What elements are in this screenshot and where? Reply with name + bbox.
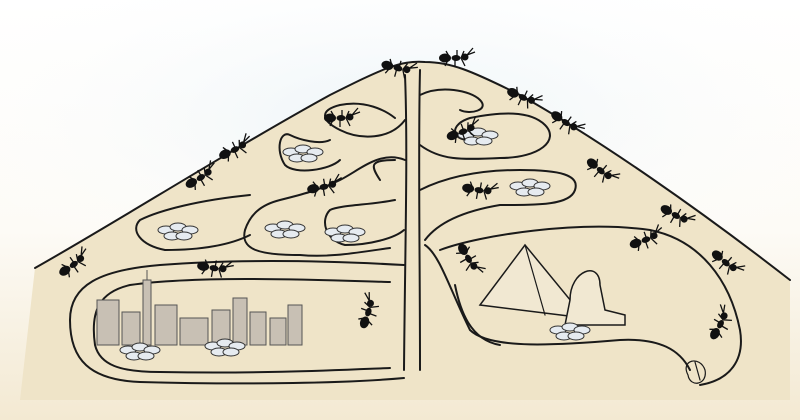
ants (59, 47, 746, 340)
ant (324, 107, 361, 127)
egg-cluster (157, 222, 199, 241)
ant (439, 47, 476, 67)
egg-cluster (324, 224, 366, 243)
mound-outline (34, 60, 791, 281)
ant (307, 173, 342, 197)
egg-cluster (282, 144, 324, 163)
egg-clusters (119, 127, 591, 361)
ant (586, 158, 621, 183)
ant (456, 243, 486, 273)
ant (381, 58, 418, 79)
pyramid-and-sphinx (478, 243, 626, 326)
ant (462, 181, 499, 200)
city-skyline (96, 270, 303, 346)
artist-signature (685, 360, 706, 384)
egg-cluster (119, 342, 161, 361)
ant (711, 250, 746, 275)
egg-cluster (549, 322, 591, 341)
egg-cluster (509, 178, 551, 197)
ant (507, 86, 543, 109)
ant (185, 160, 215, 190)
egg-cluster (264, 220, 306, 239)
ant (59, 246, 87, 278)
ant (219, 133, 251, 162)
central-tunnel (403, 69, 421, 371)
ant (551, 111, 586, 135)
ant (358, 292, 380, 329)
ant (446, 116, 480, 144)
ant (629, 224, 663, 252)
ant (197, 259, 234, 278)
egg-cluster (204, 338, 246, 357)
ant (709, 304, 732, 340)
right-tunnels (419, 88, 742, 386)
left-tunnels (69, 102, 406, 385)
ant (660, 204, 696, 227)
